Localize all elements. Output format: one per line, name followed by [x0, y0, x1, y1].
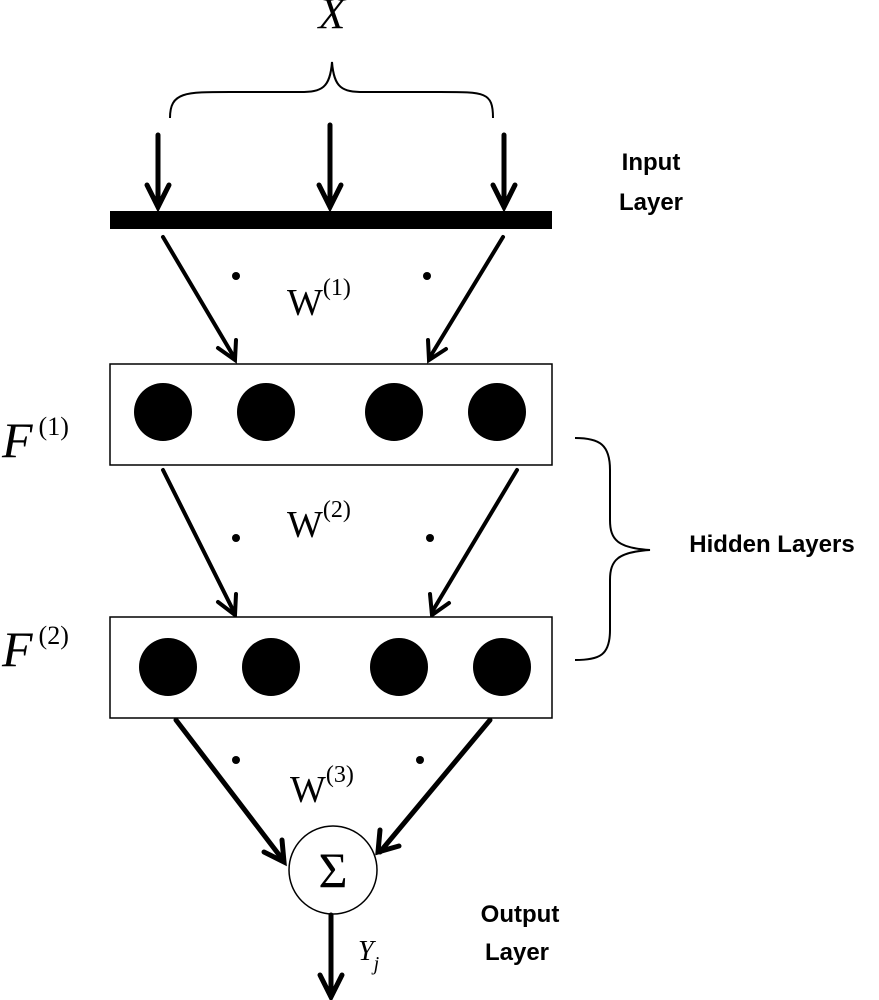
layer-f2-symbol: F: [1, 621, 33, 677]
weight-arrows-1: [161, 235, 505, 364]
weight-label-w2: W(2): [287, 497, 351, 546]
input-arrows: [144, 122, 518, 213]
weight-w2-symbol: W: [287, 504, 323, 546]
input-brace: [169, 61, 494, 119]
weight-dot: [232, 534, 240, 542]
layer-f2-index: (2): [39, 621, 69, 650]
weight-w3-index: (3): [326, 762, 354, 788]
output-symbol: Yj: [358, 936, 380, 975]
input-symbol-x: X: [317, 0, 348, 38]
output-subscript: j: [371, 953, 380, 975]
weight-label-w1: W(1): [287, 275, 351, 324]
neuron: [242, 638, 300, 696]
weight-w1-index: (1): [323, 275, 351, 301]
layer-f1-index: (1): [39, 412, 69, 441]
output-y: Y: [358, 936, 377, 967]
weight-dot: [232, 272, 240, 280]
neuron: [473, 638, 531, 696]
hidden-layers-brace: [574, 437, 651, 661]
weight-w2-index: (2): [323, 497, 351, 523]
neuron: [370, 638, 428, 696]
input-layer-label-line1: Input: [622, 149, 681, 176]
output-layer-label-line1: Output: [481, 901, 560, 928]
summation-symbol: Σ: [318, 842, 347, 898]
output-layer-label-line2: Layer: [485, 939, 549, 966]
weight-arrows-3: [173, 717, 493, 867]
weight-dot: [416, 756, 424, 764]
input-layer-label-line2: Layer: [619, 189, 683, 216]
hidden-layer-2-neurons: [139, 638, 531, 696]
weight-dot: [426, 534, 434, 542]
layer-f1-symbol: F: [1, 412, 33, 468]
neuron: [134, 383, 192, 441]
layer-label-f1: F(1): [1, 412, 69, 468]
weight-w3-symbol: W: [290, 769, 326, 811]
neuron: [237, 383, 295, 441]
hidden-layer-1-neurons: [134, 383, 526, 441]
neuron: [468, 383, 526, 441]
output-arrow: [317, 912, 345, 1000]
neuron: [139, 638, 197, 696]
hidden-layers-label: Hidden Layers: [689, 531, 854, 558]
weight-dot: [423, 272, 431, 280]
input-layer-bar: [110, 211, 552, 229]
weight-w1-symbol: W: [287, 282, 323, 324]
neuron: [365, 383, 423, 441]
weight-label-w3: W(3): [290, 762, 354, 811]
layer-label-f2: F(2): [1, 621, 69, 677]
weight-dot: [232, 756, 240, 764]
weight-arrows-2: [161, 468, 519, 619]
